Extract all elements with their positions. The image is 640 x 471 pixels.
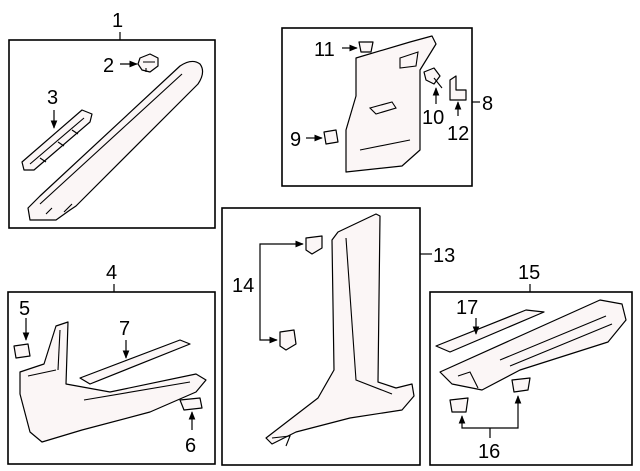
push-clip-2 — [137, 53, 159, 73]
callout-12: 12 — [447, 123, 469, 145]
callout-3: 3 — [47, 87, 58, 109]
callout-14: 14 — [232, 275, 254, 297]
sill-strip-17 — [435, 309, 545, 353]
clip-16-left — [449, 397, 469, 413]
leader-14-lower — [259, 284, 278, 344]
callout-9: 9 — [290, 129, 301, 151]
callout-8: 8 — [482, 93, 493, 115]
clip-9 — [323, 129, 339, 145]
panel-front-sill: 4 5 7 6 — [7, 262, 216, 465]
bolt-10 — [423, 67, 443, 89]
leader-16-right — [490, 395, 522, 429]
callout-6: 6 — [185, 435, 196, 457]
clip-14-upper — [305, 235, 323, 255]
b-pillar-upper-trim — [345, 35, 437, 173]
clip-14-lower — [279, 329, 297, 351]
callout-17: 17 — [456, 297, 478, 319]
panel-a-pillar: 1 2 3 — [8, 10, 216, 229]
callout-11: 11 — [314, 39, 335, 61]
a-pillar-garnish — [27, 60, 204, 221]
callout-4: 4 — [106, 262, 117, 284]
callout-16: 16 — [478, 441, 500, 463]
clip-5 — [13, 343, 31, 359]
mounting-bracket-3 — [21, 109, 93, 171]
leader-16-left — [458, 415, 490, 429]
panel-b-pillar-lower: 14 13 — [221, 207, 455, 466]
retainer-12 — [449, 75, 467, 101]
center-pillar-lower-trim — [265, 213, 415, 445]
scuff-strip-7 — [79, 339, 191, 385]
callout-7: 7 — [119, 318, 130, 340]
panel-rear-sill: 15 17 16 — [429, 262, 633, 466]
callout-1: 1 — [112, 10, 123, 32]
front-sill-trim — [19, 321, 207, 443]
clip-16-right — [511, 377, 531, 393]
clip-6 — [179, 397, 203, 411]
callout-5: 5 — [19, 298, 30, 320]
callout-2: 2 — [103, 55, 114, 77]
rear-sill-plate — [439, 299, 627, 391]
callout-13: 13 — [433, 245, 455, 267]
leader-14-upper — [259, 240, 304, 284]
panel-b-pillar-upper: 11 9 10 12 8 — [281, 27, 493, 187]
callout-10: 10 — [422, 107, 444, 129]
callout-15: 15 — [518, 262, 540, 284]
clip-11 — [358, 41, 374, 53]
